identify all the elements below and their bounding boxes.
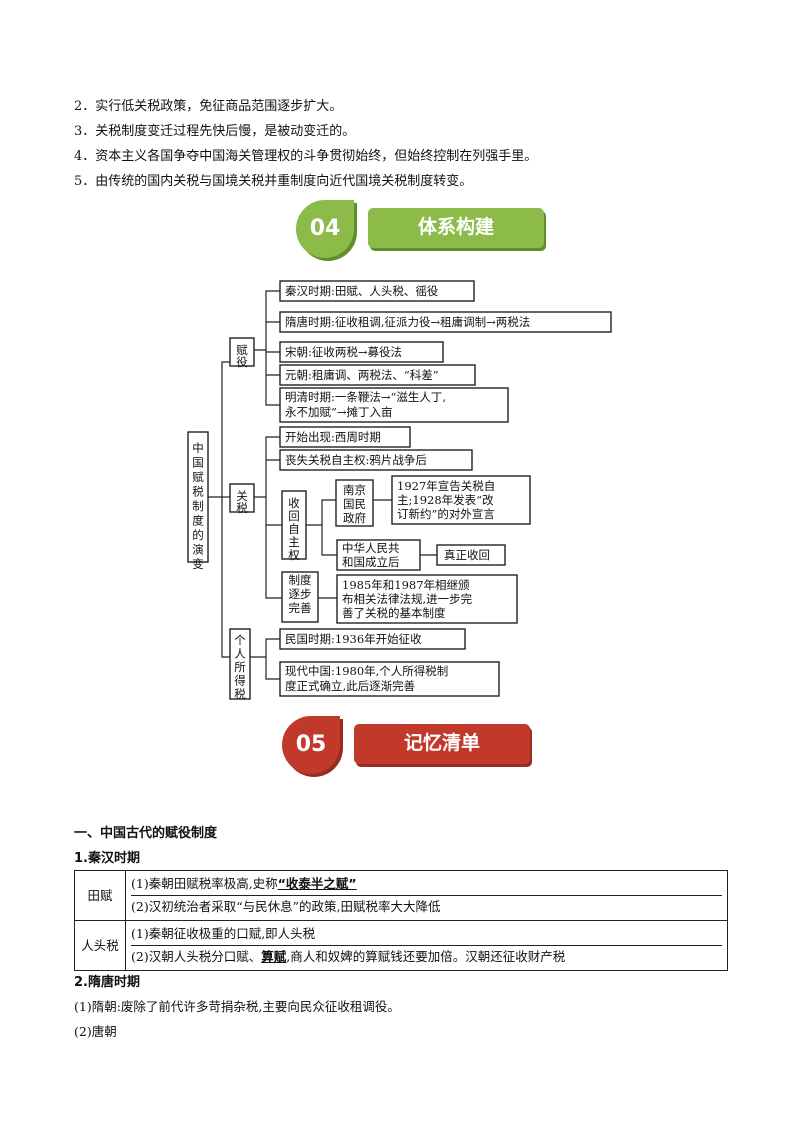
geren-box (229, 628, 251, 700)
section-header-05: 记忆清单 05 (282, 716, 534, 776)
intro-list: 2．实行低关税政策，免征商品范围逐步扩大。 3．关税制度变迁过程先快后慢，是被动… (74, 94, 754, 194)
geren-item-box (279, 628, 466, 650)
guanshui-item-box (279, 426, 411, 448)
shouhui-box (281, 490, 307, 560)
prc-label: 和国成立后 (342, 555, 400, 569)
section-number-04: 04 (309, 216, 341, 241)
fuyi-item-box (279, 280, 475, 302)
nanjing-text: 主;1928年发表“改 (397, 493, 494, 507)
heading-qinhan: 1.秦汉时期 (74, 851, 140, 866)
table-line: (1)秦朝田赋税率极高,史称“收泰半之赋” (131, 873, 722, 895)
section-badge-04: 04 (296, 200, 354, 258)
table-line: (2)汉朝人头税分口赋、算赋,商人和奴婢的算赋钱还要加倍。汉朝还征收财产税 (131, 945, 722, 968)
table-line: (1)秦朝征收极重的口赋,即人头税 (131, 926, 316, 941)
list-item: (1)隋朝:废除了前代许多苛捐杂税,主要向民众征收租调役。 (74, 999, 400, 1014)
table-category: 田赋 (74, 870, 126, 921)
diagram-connector (250, 638, 280, 680)
section-badge-05: 05 (282, 716, 340, 774)
geren-item: 现代中国:1980年,个人所得税制 (285, 664, 448, 678)
table-cell: (1)秦朝田赋税率极高,史称“收泰半之赋” (2)汉初统治者采取“与民休息”的政… (125, 870, 728, 921)
suitang-list: (1)隋朝:废除了前代许多苛捐杂税,主要向民众征收租调役。 (2)唐朝 (74, 994, 400, 1044)
section-number-05: 05 (295, 732, 327, 757)
heading-suitang: 2.隋唐时期 (74, 975, 140, 990)
geren-item: 度正式确立,此后逐渐完善 (285, 679, 415, 693)
zhidu-text-box (336, 574, 518, 624)
intro-item: 3．关税制度变迁过程先快后慢，是被动变迁的。 (74, 124, 356, 139)
qinhan-table: 田赋 (1)秦朝田赋税率极高,史称“收泰半之赋” (2)汉初统治者采取“与民休息… (74, 870, 728, 971)
heading-ancient-tax: 一、中国古代的赋役制度 (74, 826, 218, 841)
prc-box (336, 539, 421, 571)
fuyi-item-box (279, 311, 612, 333)
fuyi-item: 永不加赋”→摊丁入亩 (285, 405, 393, 419)
table-row: 人头税 (1)秦朝征收极重的口赋,即人头税 (2)汉朝人头税分口赋、算赋,商人和… (74, 920, 728, 971)
nanjing-text-box (391, 475, 531, 525)
diagram-connector (254, 290, 280, 406)
guanshui-item: 开始出现:西周时期 (285, 430, 381, 444)
prc-result-box (436, 544, 506, 566)
geren-item-box (279, 661, 500, 697)
nanjing-text: 订新约”的对外宣言 (397, 507, 495, 521)
prc-label: 中华人民共 (342, 541, 400, 555)
guanshui-item: 丧失关税自主权:鸦片战争后 (285, 453, 427, 467)
zhidu-text: 善了关税的基本制度 (342, 606, 446, 620)
table-text: (2)汉朝人头税分口赋、 (131, 949, 262, 964)
diagram-connector (208, 361, 230, 498)
fuyi-item-box (279, 387, 509, 423)
fuyi-item: 明清时期:一条鞭法→“滋生人丁, (285, 390, 446, 404)
guanshui-item-box (279, 449, 473, 471)
keyword: “收泰半之赋” (277, 876, 357, 891)
fuyi-label: 赋役 (236, 343, 248, 369)
guanshui-box (229, 483, 255, 513)
root-label: 中国赋税制度的演变 (192, 441, 204, 571)
intro-item: 4．资本主义各国争夺中国海关管理权的斗争贯彻始终，但始终控制在列强手里。 (74, 149, 538, 164)
table-text: (1)秦朝田赋税率极高,史称 (131, 876, 278, 891)
zhidu-text: 1985年和1987年相继颁 (342, 578, 470, 592)
geren-item: 民国时期:1936年开始征收 (285, 632, 422, 646)
table-category: 人头税 (74, 920, 126, 971)
root-box (187, 431, 209, 563)
list-item: (2)唐朝 (74, 1024, 117, 1039)
diagram-connector (254, 436, 282, 599)
fuyi-item: 元朝:租庸调、两税法、“科差” (285, 368, 439, 382)
nanjing-box (335, 479, 374, 527)
fuyi-item: 隋唐时期:征收租调,征派力役→租庸调制→两税法 (285, 315, 530, 329)
section-header-04: 体系构建 04 (296, 200, 548, 260)
geren-label: 个人所得税 (234, 633, 246, 701)
nanjing-text: 1927年宣告关税自 (397, 479, 495, 493)
fuyi-box (229, 337, 255, 367)
intro-item: 2．实行低关税政策，免征商品范围逐步扩大。 (74, 99, 343, 114)
zhidu-box (281, 571, 319, 623)
keyword: 算赋 (261, 949, 287, 964)
intro-item: 5．由传统的国内关税与国境关税并重制度向近代国境关税制度转变。 (74, 174, 473, 189)
guanshui-label: 关税 (236, 489, 248, 515)
table-text: ,商人和奴婢的算赋钱还要加倍。汉朝还征收财产税 (286, 949, 566, 964)
section-title-04: 体系构建 (368, 208, 544, 248)
prc-result: 真正收回 (444, 548, 490, 562)
table-cell: (1)秦朝征收极重的口赋,即人头税 (2)汉朝人头税分口赋、算赋,商人和奴婢的算… (125, 920, 728, 971)
section-title-05: 记忆清单 (354, 724, 530, 764)
fuyi-item-box (279, 341, 444, 363)
fuyi-item: 宋朝:征收两税→募役法 (285, 345, 402, 359)
diagram-connector (221, 497, 230, 658)
table-line: (2)汉初统治者采取“与民休息”的政策,田赋税率大大降低 (131, 895, 722, 918)
zhidu-text: 布相关法律法规,进一步完 (342, 592, 472, 606)
nanjing-label: 南京国民政府 (343, 483, 366, 525)
shouhui-label: 收回自主权 (288, 496, 300, 562)
zhidu-label: 制度逐步完善 (289, 573, 312, 615)
fuyi-item-box (279, 364, 476, 386)
table-row: 田赋 (1)秦朝田赋税率极高,史称“收泰半之赋” (2)汉初统治者采取“与民休息… (74, 870, 728, 921)
fuyi-item: 秦汉时期:田赋、人头税、徭役 (285, 284, 439, 298)
diagram-connector (306, 499, 337, 556)
